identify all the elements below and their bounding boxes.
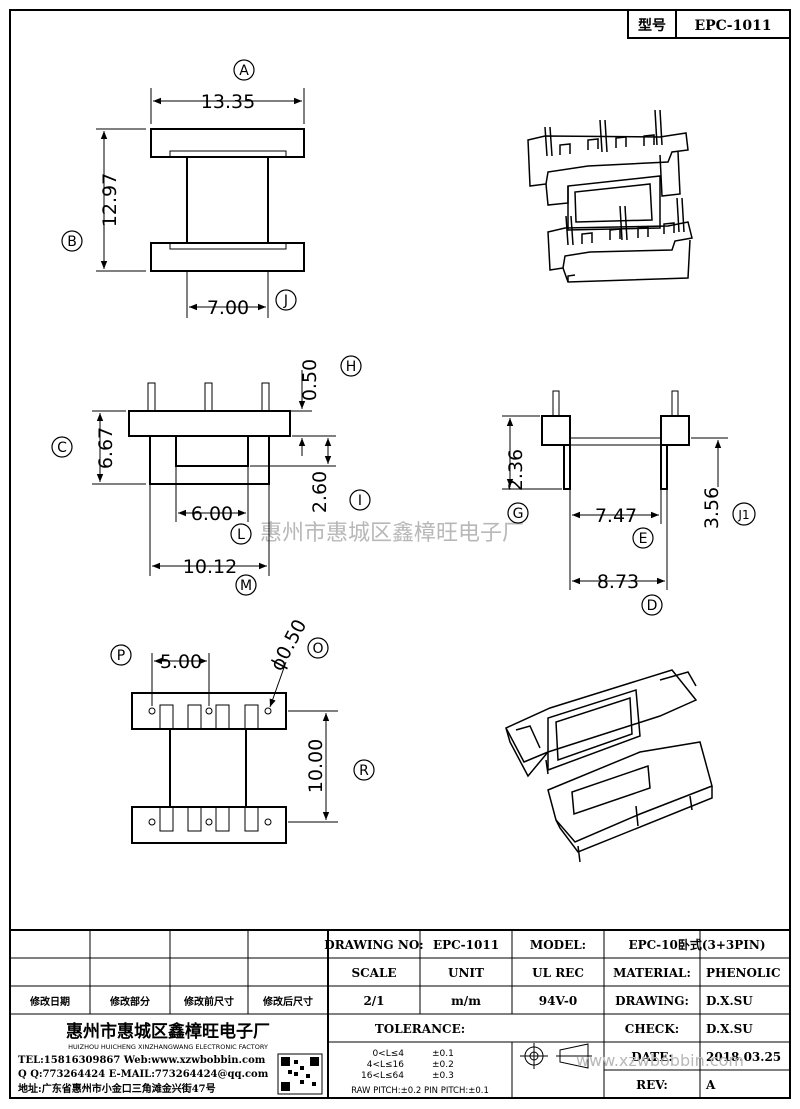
scale-label: SCALE bbox=[351, 966, 396, 980]
top-view: 13.35 12.97 7.00 A B J bbox=[61, 59, 305, 319]
model-value: EPC-10卧式(3+3PIN) bbox=[628, 937, 765, 952]
label-r: R bbox=[359, 763, 369, 779]
dim-front-inner: 6.00 bbox=[191, 503, 233, 525]
label-g: G bbox=[513, 506, 524, 522]
label-j1: J1 bbox=[737, 508, 749, 522]
isometric-view-bottom bbox=[504, 669, 713, 863]
type-label: 型号 bbox=[638, 17, 666, 34]
qr-code-icon bbox=[277, 1053, 323, 1095]
isometric-view-top bbox=[527, 109, 693, 283]
dim-front-height: 6.67 bbox=[95, 427, 117, 469]
dim-front-pin: 0.50 bbox=[299, 359, 321, 401]
label-p: P bbox=[117, 648, 125, 664]
label-e: E bbox=[639, 531, 648, 547]
dim-front-outer: 10.12 bbox=[183, 556, 237, 578]
model-header: 型号 EPC-1011 bbox=[627, 9, 791, 39]
check-value: D.X.SU bbox=[706, 1022, 753, 1036]
dim-side-pinlen: 3.56 bbox=[701, 487, 723, 529]
pitch-note: RAW PITCH:±0.2 PIN PITCH:±0.1 bbox=[351, 1086, 489, 1096]
dim-top-height: 12.97 bbox=[99, 173, 121, 227]
company-tel: TEL:15816309867 Web:www.xzwbobbin.com bbox=[18, 1055, 266, 1066]
sheet-border bbox=[9, 9, 791, 1099]
dim-top-core: 7.00 bbox=[207, 297, 249, 319]
drawing-no-value: EPC-1011 bbox=[433, 938, 499, 952]
label-l: L bbox=[237, 527, 245, 543]
tol-range-0: 0<L≤4 bbox=[372, 1049, 404, 1059]
dim-bottom-span: 10.00 bbox=[305, 739, 327, 793]
title-block: 修改日期 修改部分 修改前尺寸 修改后尺寸 DRAWING NO: EPC-10… bbox=[10, 929, 790, 1098]
watermark-text: 惠州市惠城区鑫樟旺电子厂 bbox=[260, 521, 524, 546]
side-view: 2.36 3.56 7.47 8.73 G E D J1 bbox=[502, 390, 756, 616]
check-label: CHECK: bbox=[625, 1022, 679, 1036]
label-o: O bbox=[312, 641, 323, 657]
drawing-value: D.X.SU bbox=[706, 994, 753, 1008]
tol-range-1: 4<L≤16 bbox=[367, 1060, 405, 1070]
dim-bottom-hole: ϕ0.50 bbox=[266, 616, 311, 675]
rev-value: A bbox=[705, 1078, 716, 1092]
watermark-url: www.xzwbobbin.com bbox=[576, 1051, 744, 1070]
label-m: M bbox=[240, 578, 252, 594]
label-d: D bbox=[647, 598, 658, 614]
dim-front-window: 2.60 bbox=[309, 471, 331, 513]
label-h: H bbox=[346, 359, 357, 375]
bottom-view: 5.00 ϕ0.50 10.00 P O R bbox=[110, 616, 375, 844]
label-b: B bbox=[67, 234, 77, 250]
dim-bottom-pitch: 5.00 bbox=[160, 651, 202, 673]
tol-value-2: ±0.3 bbox=[432, 1071, 454, 1081]
label-c: C bbox=[57, 440, 67, 456]
tolerance-label: TOLERANCE: bbox=[375, 1022, 465, 1036]
label-a: A bbox=[239, 63, 249, 79]
material-value: PHENOLIC bbox=[706, 966, 781, 980]
dim-side-inner: 7.47 bbox=[595, 505, 637, 527]
company-name-cn: 惠州市惠城区鑫樟旺电子厂 bbox=[66, 1021, 270, 1042]
rev-header-date: 修改日期 bbox=[29, 995, 70, 1008]
tol-range-2: 16<L≤64 bbox=[361, 1071, 404, 1081]
label-j: J bbox=[283, 293, 288, 309]
material-label: MATERIAL: bbox=[613, 966, 691, 980]
front-view: 6.67 0.50 2.60 6.00 10.12 C H I L M bbox=[51, 355, 371, 596]
date-value: 2018.03.25 bbox=[706, 1050, 781, 1064]
model-label: MODEL: bbox=[530, 938, 586, 952]
ul-value: 94V-0 bbox=[539, 994, 577, 1008]
date-label: DATE: bbox=[631, 1050, 673, 1064]
dim-side-outer: 8.73 bbox=[597, 571, 639, 593]
projection-symbol-icon bbox=[520, 1043, 592, 1069]
drawing-label: DRAWING: bbox=[615, 994, 689, 1008]
unit-value: m/m bbox=[451, 994, 481, 1008]
rev-header-before: 修改前尺寸 bbox=[183, 995, 234, 1008]
dim-side-height: 2.36 bbox=[505, 449, 527, 491]
company-address: 地址:广东省惠州市小金口三角滩金兴街47号 bbox=[18, 1082, 216, 1095]
company-name-en: HUIZHOU HUICHENG XINZHANGWANG ELECTRONIC… bbox=[68, 1043, 268, 1051]
scale-value: 2/1 bbox=[363, 994, 384, 1008]
unit-label: UNIT bbox=[448, 966, 484, 980]
tol-value-0: ±0.1 bbox=[432, 1049, 454, 1059]
rev-label: REV: bbox=[636, 1078, 668, 1092]
tol-value-1: ±0.2 bbox=[432, 1060, 454, 1070]
ul-label: UL REC bbox=[532, 966, 584, 980]
rev-header-part: 修改部分 bbox=[109, 995, 150, 1008]
rev-header-after: 修改后尺寸 bbox=[262, 995, 313, 1008]
dim-top-width: 13.35 bbox=[201, 91, 255, 113]
company-qq: Q Q:773264424 E-MAIL:773264424@qq.com bbox=[18, 1069, 269, 1080]
header-model: EPC-1011 bbox=[694, 18, 771, 34]
label-i: I bbox=[358, 493, 362, 509]
drawing-no-label: DRAWING NO: bbox=[324, 938, 423, 952]
